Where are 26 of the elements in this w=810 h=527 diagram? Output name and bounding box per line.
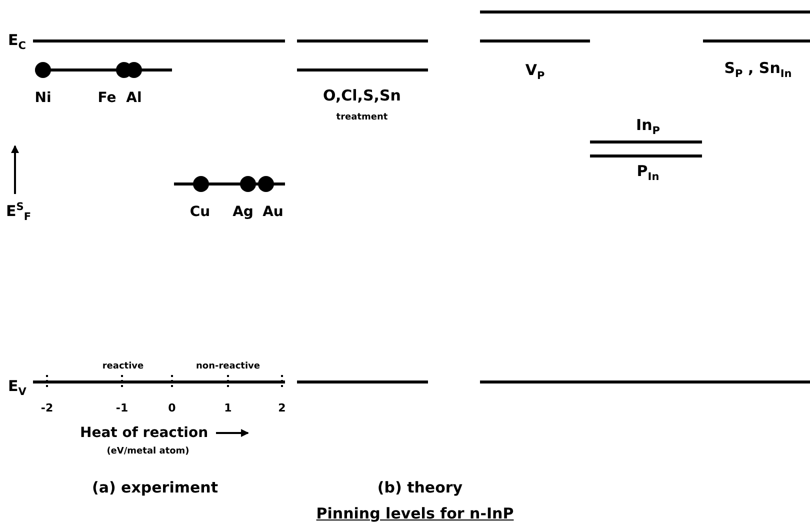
metal-label: Au: [262, 205, 284, 219]
element-label: O,Cl,S,Sn: [323, 88, 401, 104]
metal-label: Fe: [98, 91, 116, 105]
defect-label: P$_{In}$: [636, 164, 660, 182]
metal-label: Cu: [190, 205, 210, 219]
panel-label: (b) theory: [377, 480, 463, 496]
axis-region-label: non-reactive: [196, 362, 260, 372]
defect-label: In$_{P}$: [636, 118, 660, 136]
axis-unit: (eV/metal atom): [106, 448, 190, 456]
axis-region-label: reactive: [102, 362, 144, 372]
band-label: E$_{C}$: [8, 32, 26, 52]
metal-label: Al: [126, 91, 142, 105]
band-label: E$_{V}$: [8, 378, 26, 398]
metal-label: Ni: [34, 91, 52, 105]
tick-label: 1: [224, 402, 232, 414]
tick-label: -1: [116, 402, 128, 414]
defect-label: V$_{P}$: [525, 62, 545, 82]
panel-label: (a) experiment: [92, 480, 218, 496]
tick-label: 0: [168, 402, 176, 414]
metal-label: Ag: [232, 205, 254, 219]
defect-label: S$_{P}$ , Sn$_{In}$: [724, 60, 792, 80]
note-text: treatment: [336, 114, 388, 122]
tick-label: -2: [40, 402, 54, 414]
axis-title: Heat of reaction: [80, 426, 208, 440]
figure-caption: Pinning levels for n-InP: [316, 506, 514, 522]
tick-label: 2: [278, 402, 286, 414]
